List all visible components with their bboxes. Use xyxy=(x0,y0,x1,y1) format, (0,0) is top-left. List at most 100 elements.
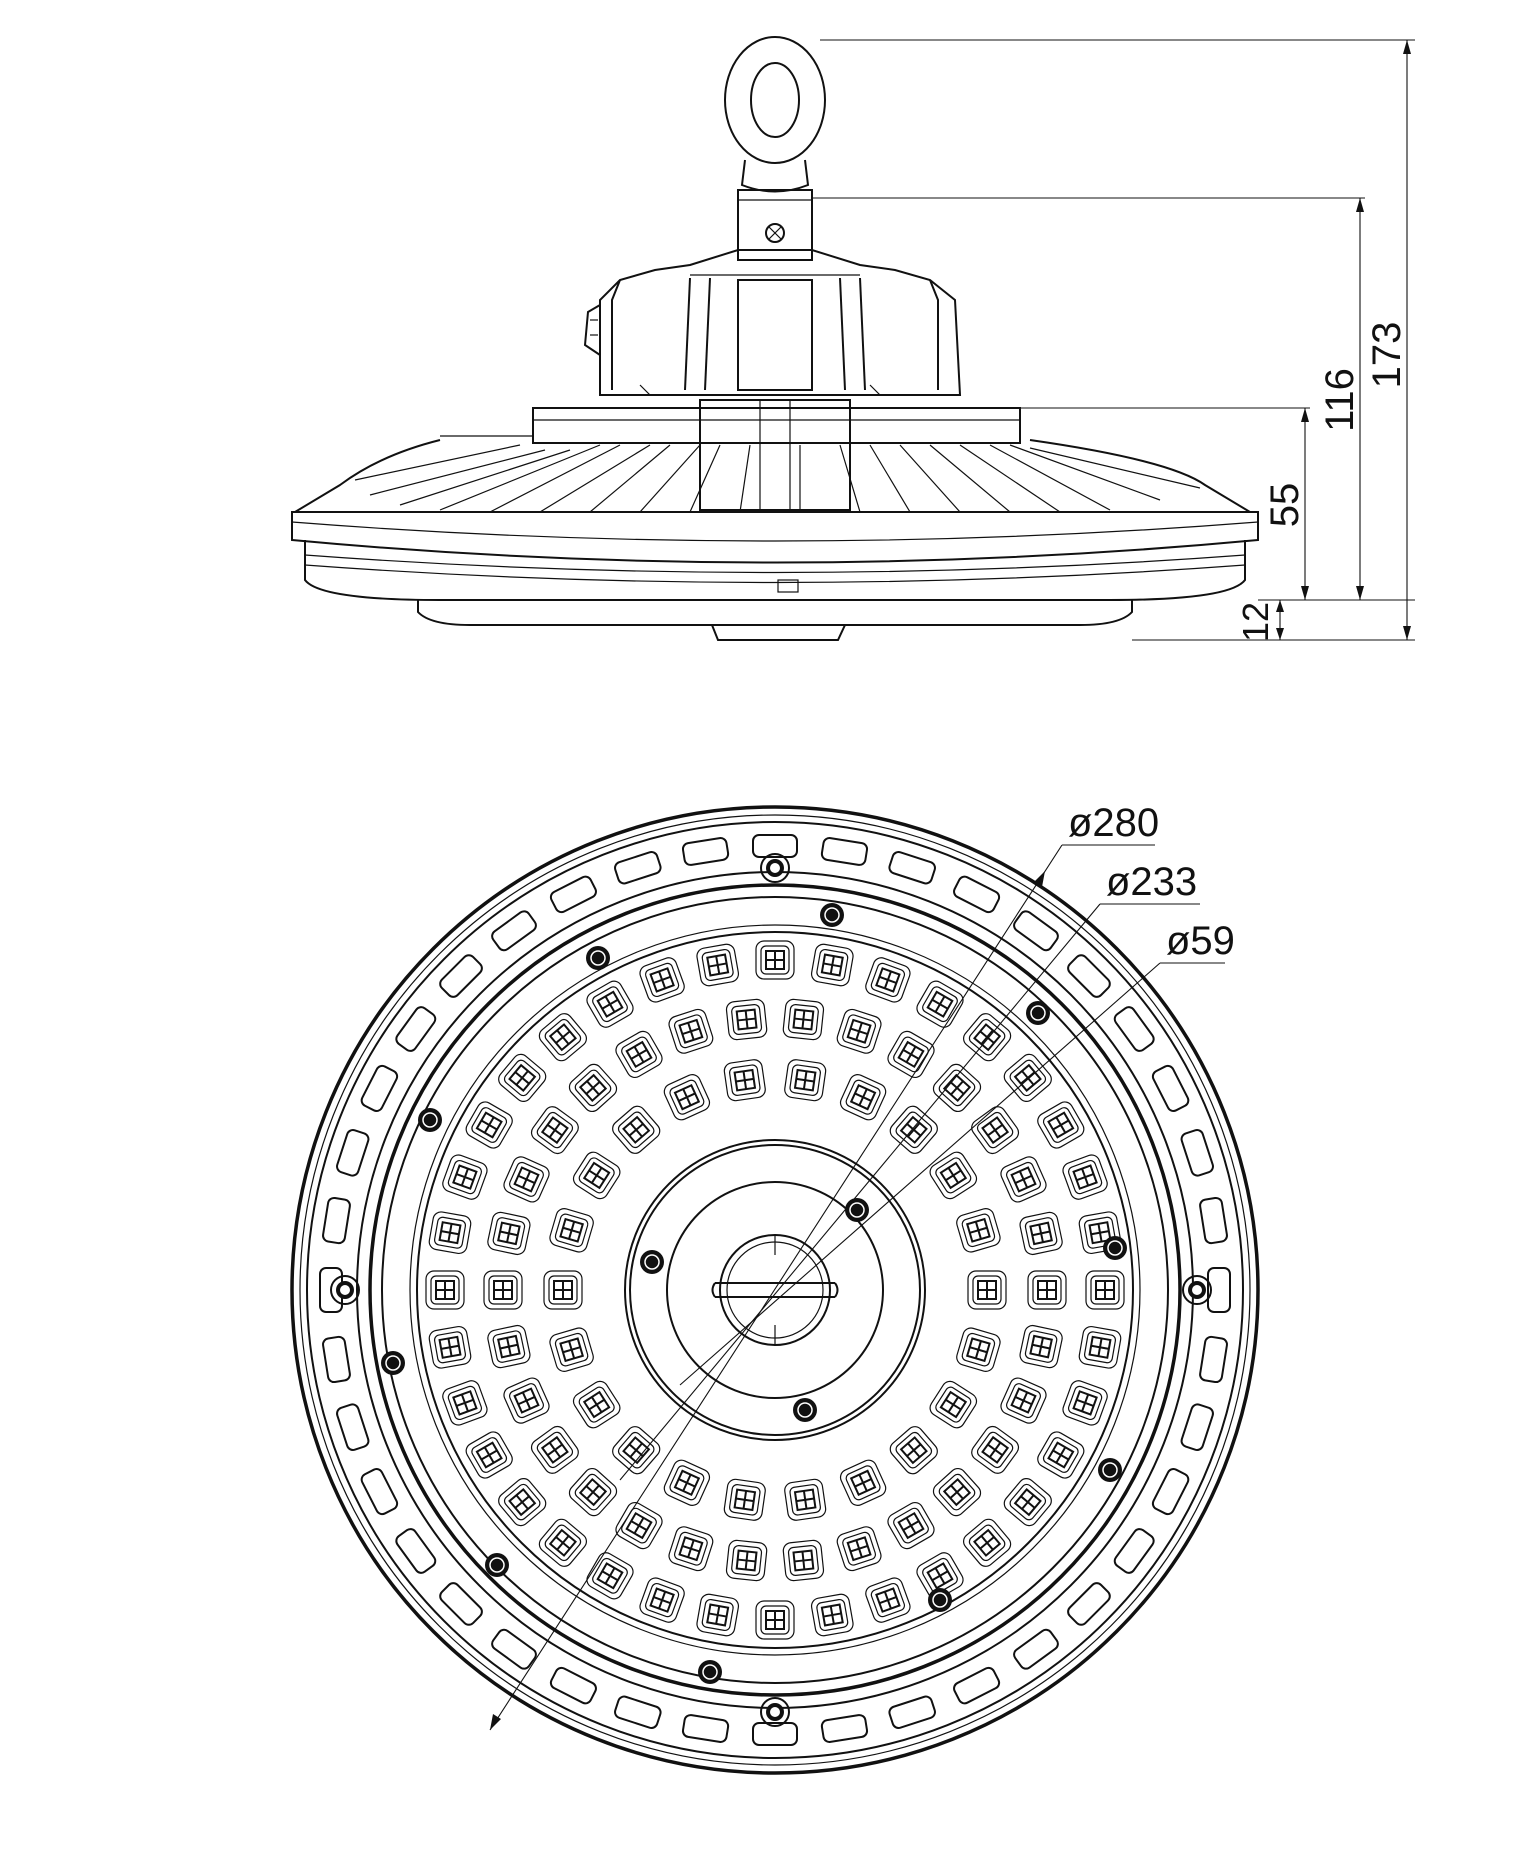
driver-housing xyxy=(583,249,962,396)
rim-slot xyxy=(360,1468,399,1516)
dim-body-height: 55 xyxy=(1263,483,1307,528)
screw-icon xyxy=(845,1198,869,1222)
led-chip xyxy=(839,1074,887,1121)
led-chip xyxy=(428,1211,472,1255)
heat-sink xyxy=(291,399,1254,513)
screw-icon xyxy=(760,1697,790,1727)
screw-icon xyxy=(640,1250,664,1274)
led-chip xyxy=(572,1380,621,1429)
led-chip xyxy=(887,1030,935,1079)
rim-slot xyxy=(820,1714,869,1743)
rim-slot xyxy=(549,1666,597,1705)
led-chip xyxy=(615,1501,663,1550)
led-chip xyxy=(568,1063,618,1113)
led-chip xyxy=(696,943,740,987)
screw-icon xyxy=(418,1108,442,1132)
led-chip xyxy=(465,1431,513,1479)
rim-slot xyxy=(614,1695,662,1729)
led-chip xyxy=(442,1380,488,1426)
led-chip xyxy=(916,980,964,1028)
led-chip xyxy=(572,1151,621,1200)
led-chip xyxy=(487,1324,531,1369)
screw-icon xyxy=(381,1351,405,1375)
led-chip xyxy=(932,1063,982,1113)
led-chip xyxy=(543,1270,583,1310)
led-chip xyxy=(428,1325,472,1369)
led-chip xyxy=(1003,1053,1052,1102)
led-chip xyxy=(530,1425,579,1474)
rim-slot xyxy=(549,875,597,914)
led-chip xyxy=(663,1459,711,1506)
led-chip xyxy=(612,1426,661,1475)
led-chip xyxy=(483,1270,523,1310)
rim-slots xyxy=(319,834,1231,1746)
rim-slot xyxy=(491,1628,537,1670)
rim-slot xyxy=(395,1006,437,1052)
rim-slot xyxy=(491,910,537,952)
led-chip xyxy=(1037,1431,1085,1479)
led-chip xyxy=(1062,1380,1108,1426)
rim-slot xyxy=(1013,1628,1059,1670)
led-chip xyxy=(782,1539,825,1582)
bottom-view xyxy=(290,805,1260,1775)
led-chip xyxy=(723,1059,766,1102)
led-chip xyxy=(836,1526,882,1572)
rim-slot xyxy=(322,1335,351,1384)
screw-icon xyxy=(820,903,844,927)
rim-slot xyxy=(1067,954,1111,998)
led-chip xyxy=(498,1478,547,1527)
led-chip xyxy=(668,1008,714,1054)
screw-icon xyxy=(1026,1001,1050,1025)
rim-slot xyxy=(360,1064,399,1112)
dim-housing-height: 116 xyxy=(1318,368,1362,432)
led-chip xyxy=(810,943,854,987)
rim-slot xyxy=(820,837,869,866)
led-chip xyxy=(1062,1154,1108,1200)
led-chip xyxy=(929,1151,978,1200)
lamp-body xyxy=(291,511,1259,641)
dim-outer-diameter: ø280 xyxy=(1068,801,1159,845)
rim-slot xyxy=(336,1403,370,1451)
led-chip xyxy=(967,1270,1007,1310)
led-chip xyxy=(615,1030,663,1079)
led-chip xyxy=(963,1013,1012,1062)
led-chip xyxy=(889,1426,938,1475)
led-chip xyxy=(538,1518,587,1567)
screw-icon xyxy=(1103,1236,1127,1260)
rim-slot xyxy=(1013,910,1059,952)
screw-icon xyxy=(928,1588,952,1612)
led-chip xyxy=(1003,1478,1052,1527)
led-chip xyxy=(442,1154,488,1200)
rim-slot xyxy=(953,1666,1001,1705)
eye-bolt-icon xyxy=(724,36,826,261)
led-chip xyxy=(887,1501,935,1550)
led-chip xyxy=(723,1478,766,1521)
led-chip xyxy=(755,940,795,980)
led-chip xyxy=(1085,1270,1125,1310)
rim-slot xyxy=(1067,1582,1111,1626)
screw-set xyxy=(330,853,1212,1727)
led-chip xyxy=(932,1467,982,1517)
dim-center-diameter: ø59 xyxy=(1166,919,1235,963)
led-chip xyxy=(963,1518,1012,1567)
led-chip xyxy=(696,1593,740,1637)
rim-slot xyxy=(1113,1006,1155,1052)
led-chip xyxy=(568,1467,618,1517)
rim-slot xyxy=(681,1714,730,1743)
screw-icon xyxy=(586,946,610,970)
led-chip xyxy=(425,1270,465,1310)
screw-icon xyxy=(1182,1275,1212,1305)
led-chip xyxy=(1000,1156,1047,1203)
led-chip xyxy=(784,1059,827,1102)
rim-slot xyxy=(1199,1196,1228,1245)
rim-slot xyxy=(1180,1403,1214,1451)
led-chip xyxy=(956,1208,1001,1253)
screw-icon xyxy=(485,1553,509,1577)
rim-slot xyxy=(395,1528,437,1574)
led-chip xyxy=(916,1552,964,1600)
led-chip xyxy=(503,1377,550,1424)
led-chip xyxy=(1037,1101,1085,1149)
screw-icon xyxy=(330,1275,360,1305)
led-chip xyxy=(865,1577,911,1623)
rim-slot xyxy=(1199,1335,1228,1384)
